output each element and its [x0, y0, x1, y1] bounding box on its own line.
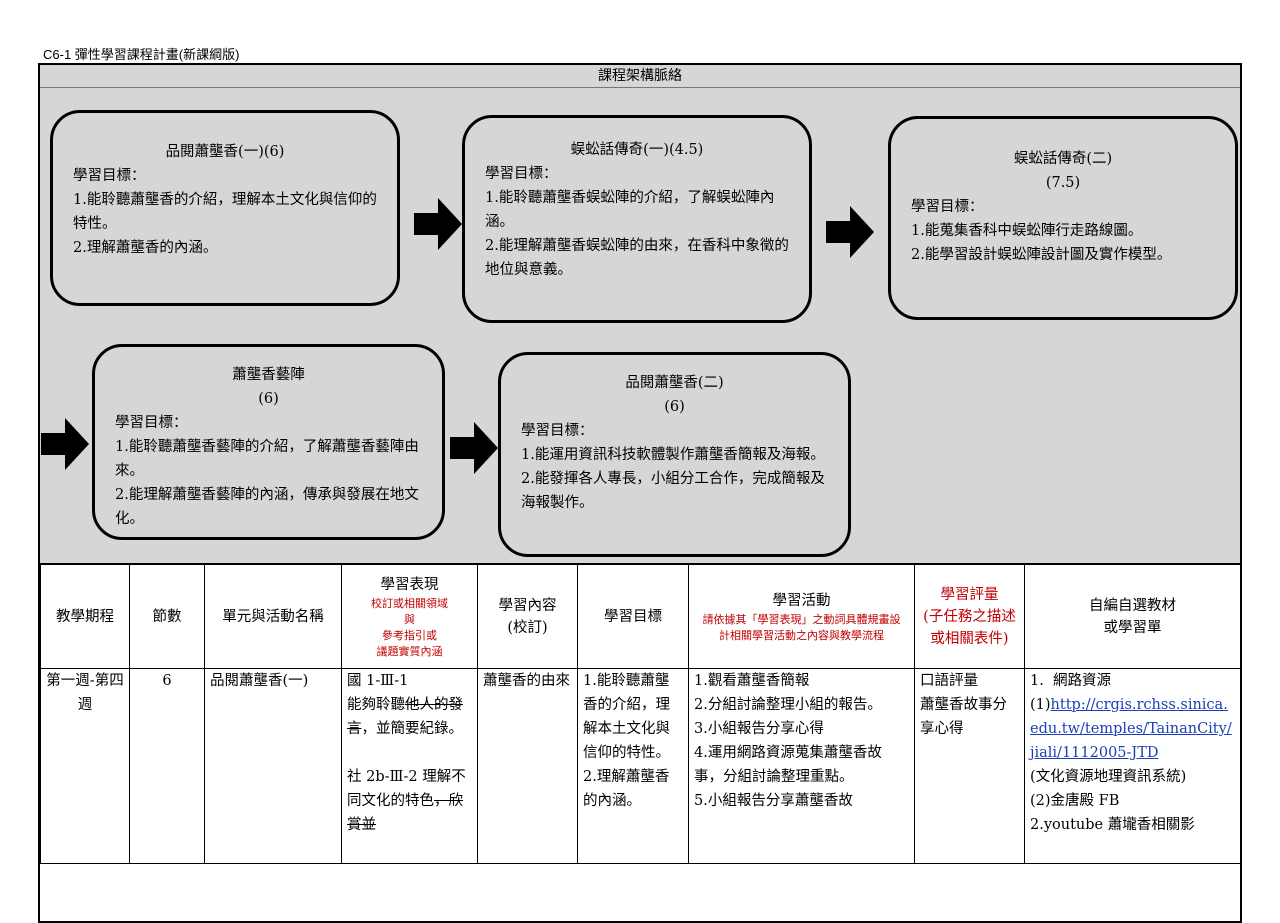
cell-activities: 1.觀看蕭壟香簡報 2.分組討論整理小組的報告。 3.小組報告分享心得 4.運用…	[688, 668, 915, 864]
header-objectives: 學習目標	[577, 564, 689, 669]
materials-heading: 1. 網路資源	[1030, 673, 1112, 689]
header-period: 教學期程	[40, 564, 130, 669]
activity-item: 1.觀看蕭壟香簡報	[694, 673, 810, 689]
header-materials: 自編自選教材 或學習單	[1024, 564, 1241, 669]
arrow-right-icon	[450, 422, 498, 474]
header-content-label: 學習內容	[498, 597, 557, 614]
section-title: 課程架構脈絡	[40, 65, 1240, 88]
header-performance-label: 學習表現	[380, 576, 439, 593]
goal-item: 1.能運用資訊科技軟體製作蕭壟香簡報及海報。	[521, 447, 825, 463]
goal-item: 2.能理解蕭壟香蜈蚣陣的由來，在香科中象徵的地位與意義。	[485, 238, 789, 278]
cell-unit: 品閱蕭壟香(一)	[204, 668, 342, 864]
perf-text-part: ，並簡要紀錄。	[361, 721, 464, 737]
goal-label: 學習目標：	[911, 199, 984, 215]
materials-link-prefix: (1)	[1030, 697, 1051, 713]
activity-item: 3.小組報告分享心得	[694, 721, 824, 737]
box-title: 蜈蚣話傳奇(一)(4.5)	[570, 142, 704, 158]
perf-code: 國 1-Ⅲ-1	[347, 673, 409, 689]
box-title: 品閱蕭壟香(二)	[625, 375, 724, 391]
goal-item: 1.能聆聽蕭壟香蜈蚣陣的介紹，了解蜈蚣陣內涵。	[485, 190, 775, 230]
perf-text: 社 2b-Ⅲ-2 理解不同文化的特色，欣賞並	[347, 765, 472, 837]
cell-content: 蕭壟香的由來	[477, 668, 578, 864]
header-activities: 學習活動 請依據其「學習表現」之動詞具體規畫設計相關學習活動之內容與教學流程	[688, 564, 915, 669]
header-assessment: 學習評量 (子任務之描述或相關表件)	[914, 564, 1025, 669]
header-assessment-note: (子任務之描述或相關表件)	[923, 608, 1016, 647]
box-title: 品閱蕭壟香(一)(6)	[165, 144, 285, 160]
activity-item: 2.分組討論整理小組的報告。	[694, 697, 882, 713]
box-title: 蕭壟香藝陣	[232, 367, 305, 383]
perf-text-part: 能夠聆聽	[347, 697, 405, 713]
arrow-right-icon	[826, 206, 874, 258]
activity-item: 4.運用網路資源蒐集蕭壟香故事，分組討論整理重點。	[694, 745, 882, 785]
goal-label: 學習目標：	[115, 415, 188, 431]
course-box-3: 蜈蚣話傳奇(二) (7.5) 學習目標： 1.能蒐集香科中蜈蚣陣行走路線圖。 2…	[888, 116, 1238, 320]
perf-text-struck: 他人的發言	[347, 697, 463, 737]
perf-text-struck: ，欣賞並	[347, 793, 463, 833]
document-title: C6-1 彈性學習課程計畫(新課綱版)	[43, 47, 240, 62]
cell-objectives: 1.能聆聽蕭壟香的介紹，理解本土文化與信仰的特性。 2.理解蕭壟香的內涵。	[577, 668, 689, 864]
header-activities-label: 學習活動	[772, 592, 831, 609]
cell-materials: 1. 網路資源 (1)http://crgis.rchss.sinica.edu…	[1024, 668, 1241, 864]
perf-text: 能夠聆聽他人的發言，並簡要紀錄。	[347, 693, 472, 741]
lesson-plan-table: 教學期程 節數 單元與活動名稱 學習表現 校訂或相關領域 與 參考指引或 議題實…	[40, 564, 1241, 864]
materials-line: (2)金唐殿 FB	[1030, 793, 1120, 809]
table-header-row: 教學期程 節數 單元與活動名稱 學習表現 校訂或相關領域 與 參考指引或 議題實…	[40, 564, 1241, 669]
goal-item: 2.能發揮各人專長，小組分工合作，完成簡報及海報製作。	[521, 471, 825, 511]
header-performance-note: 校訂或相關領域	[371, 596, 448, 610]
goal-item: 2.能學習設計蜈蚣陣設計圖及實作模型。	[911, 247, 1172, 263]
goal-label: 學習目標：	[485, 166, 558, 182]
header-performance: 學習表現 校訂或相關領域 與 參考指引或 議題實質內涵	[341, 564, 478, 669]
perf-text-part: 理解不同文化的特色	[347, 769, 466, 809]
table-row: 第一週-第四週 6 品閱蕭壟香(一) 國 1-Ⅲ-1 能夠聆聽他人的發言，並簡要…	[40, 668, 1241, 864]
header-sessions: 節數	[129, 564, 205, 669]
goal-label: 學習目標：	[73, 168, 146, 184]
box-subtitle: (6)	[664, 399, 685, 415]
header-unit: 單元與活動名稱	[204, 564, 342, 669]
header-performance-note: 參考指引或	[382, 628, 437, 642]
header-performance-note: 議題實質內涵	[376, 644, 443, 658]
goal-item: 1.能聆聽蕭壟香藝陣的介紹，了解蕭壟香藝陣由來。	[115, 439, 419, 479]
materials-line: 2.youtube 蕭壠香相關影	[1030, 817, 1195, 833]
materials-link-line: (1)http://crgis.rchss.sinica.edu.tw/temp…	[1030, 693, 1235, 765]
box-subtitle: (6)	[258, 391, 279, 407]
header-unit-label: 單元與活動名稱	[222, 608, 324, 625]
activity-item: 5.小組報告分享蕭壟香故	[694, 793, 853, 809]
cell-assessment: 口語評量 蕭壟香故事分享心得	[914, 668, 1025, 864]
header-performance-note: 與	[404, 612, 415, 626]
course-box-2: 蜈蚣話傳奇(一)(4.5) 學習目標： 1.能聆聽蕭壟香蜈蚣陣的介紹，了解蜈蚣陣…	[462, 115, 812, 323]
cell-period: 第一週-第四週	[40, 668, 130, 864]
goal-item: 2.能理解蕭壟香藝陣的內涵，傳承與發展在地文化。	[115, 487, 419, 527]
header-content-note: (校訂)	[507, 619, 548, 636]
header-materials-label: 自編自選教材	[1089, 597, 1176, 614]
goal-item: 1.能蒐集香科中蜈蚣陣行走路線圖。	[911, 223, 1143, 239]
header-content: 學習內容 (校訂)	[477, 564, 578, 669]
course-box-4: 蕭壟香藝陣 (6) 學習目標： 1.能聆聽蕭壟香藝陣的介紹，了解蕭壟香藝陣由來。…	[92, 344, 445, 540]
cell-sessions: 6	[129, 668, 205, 864]
resource-link[interactable]: http://crgis.rchss.sinica.edu.tw/temples…	[1030, 697, 1232, 761]
arrow-right-icon	[414, 198, 462, 250]
box-title: 蜈蚣話傳奇(二)	[1013, 151, 1113, 167]
goal-label: 學習目標：	[521, 423, 594, 439]
perf-code: 社 2b-Ⅲ-2	[347, 769, 418, 785]
box-subtitle: (7.5)	[1045, 175, 1081, 191]
cell-performance: 國 1-Ⅲ-1 能夠聆聽他人的發言，並簡要紀錄。 社 2b-Ⅲ-2 理解不同文化…	[341, 668, 478, 864]
goal-item: 2.理解蕭壟香的內涵。	[73, 240, 218, 256]
header-materials-label: 或學習單	[1103, 619, 1162, 636]
course-box-1: 品閱蕭壟香(一)(6) 學習目標： 1.能聆聽蕭壟香的介紹，理解本土文化與信仰的…	[50, 110, 400, 306]
course-box-5: 品閱蕭壟香(二) (6) 學習目標： 1.能運用資訊科技軟體製作蕭壟香簡報及海報…	[498, 352, 851, 557]
materials-line: (文化資源地理資訊系統)	[1030, 769, 1187, 785]
arrow-right-icon	[41, 418, 89, 470]
header-assessment-label: 學習評量	[940, 586, 999, 603]
goal-item: 1.能聆聽蕭壟香的介紹，理解本土文化與信仰的特性。	[73, 192, 377, 232]
header-activities-note: 請依據其「學習表現」之動詞具體規畫設計相關學習活動之內容與教學流程	[702, 612, 901, 642]
